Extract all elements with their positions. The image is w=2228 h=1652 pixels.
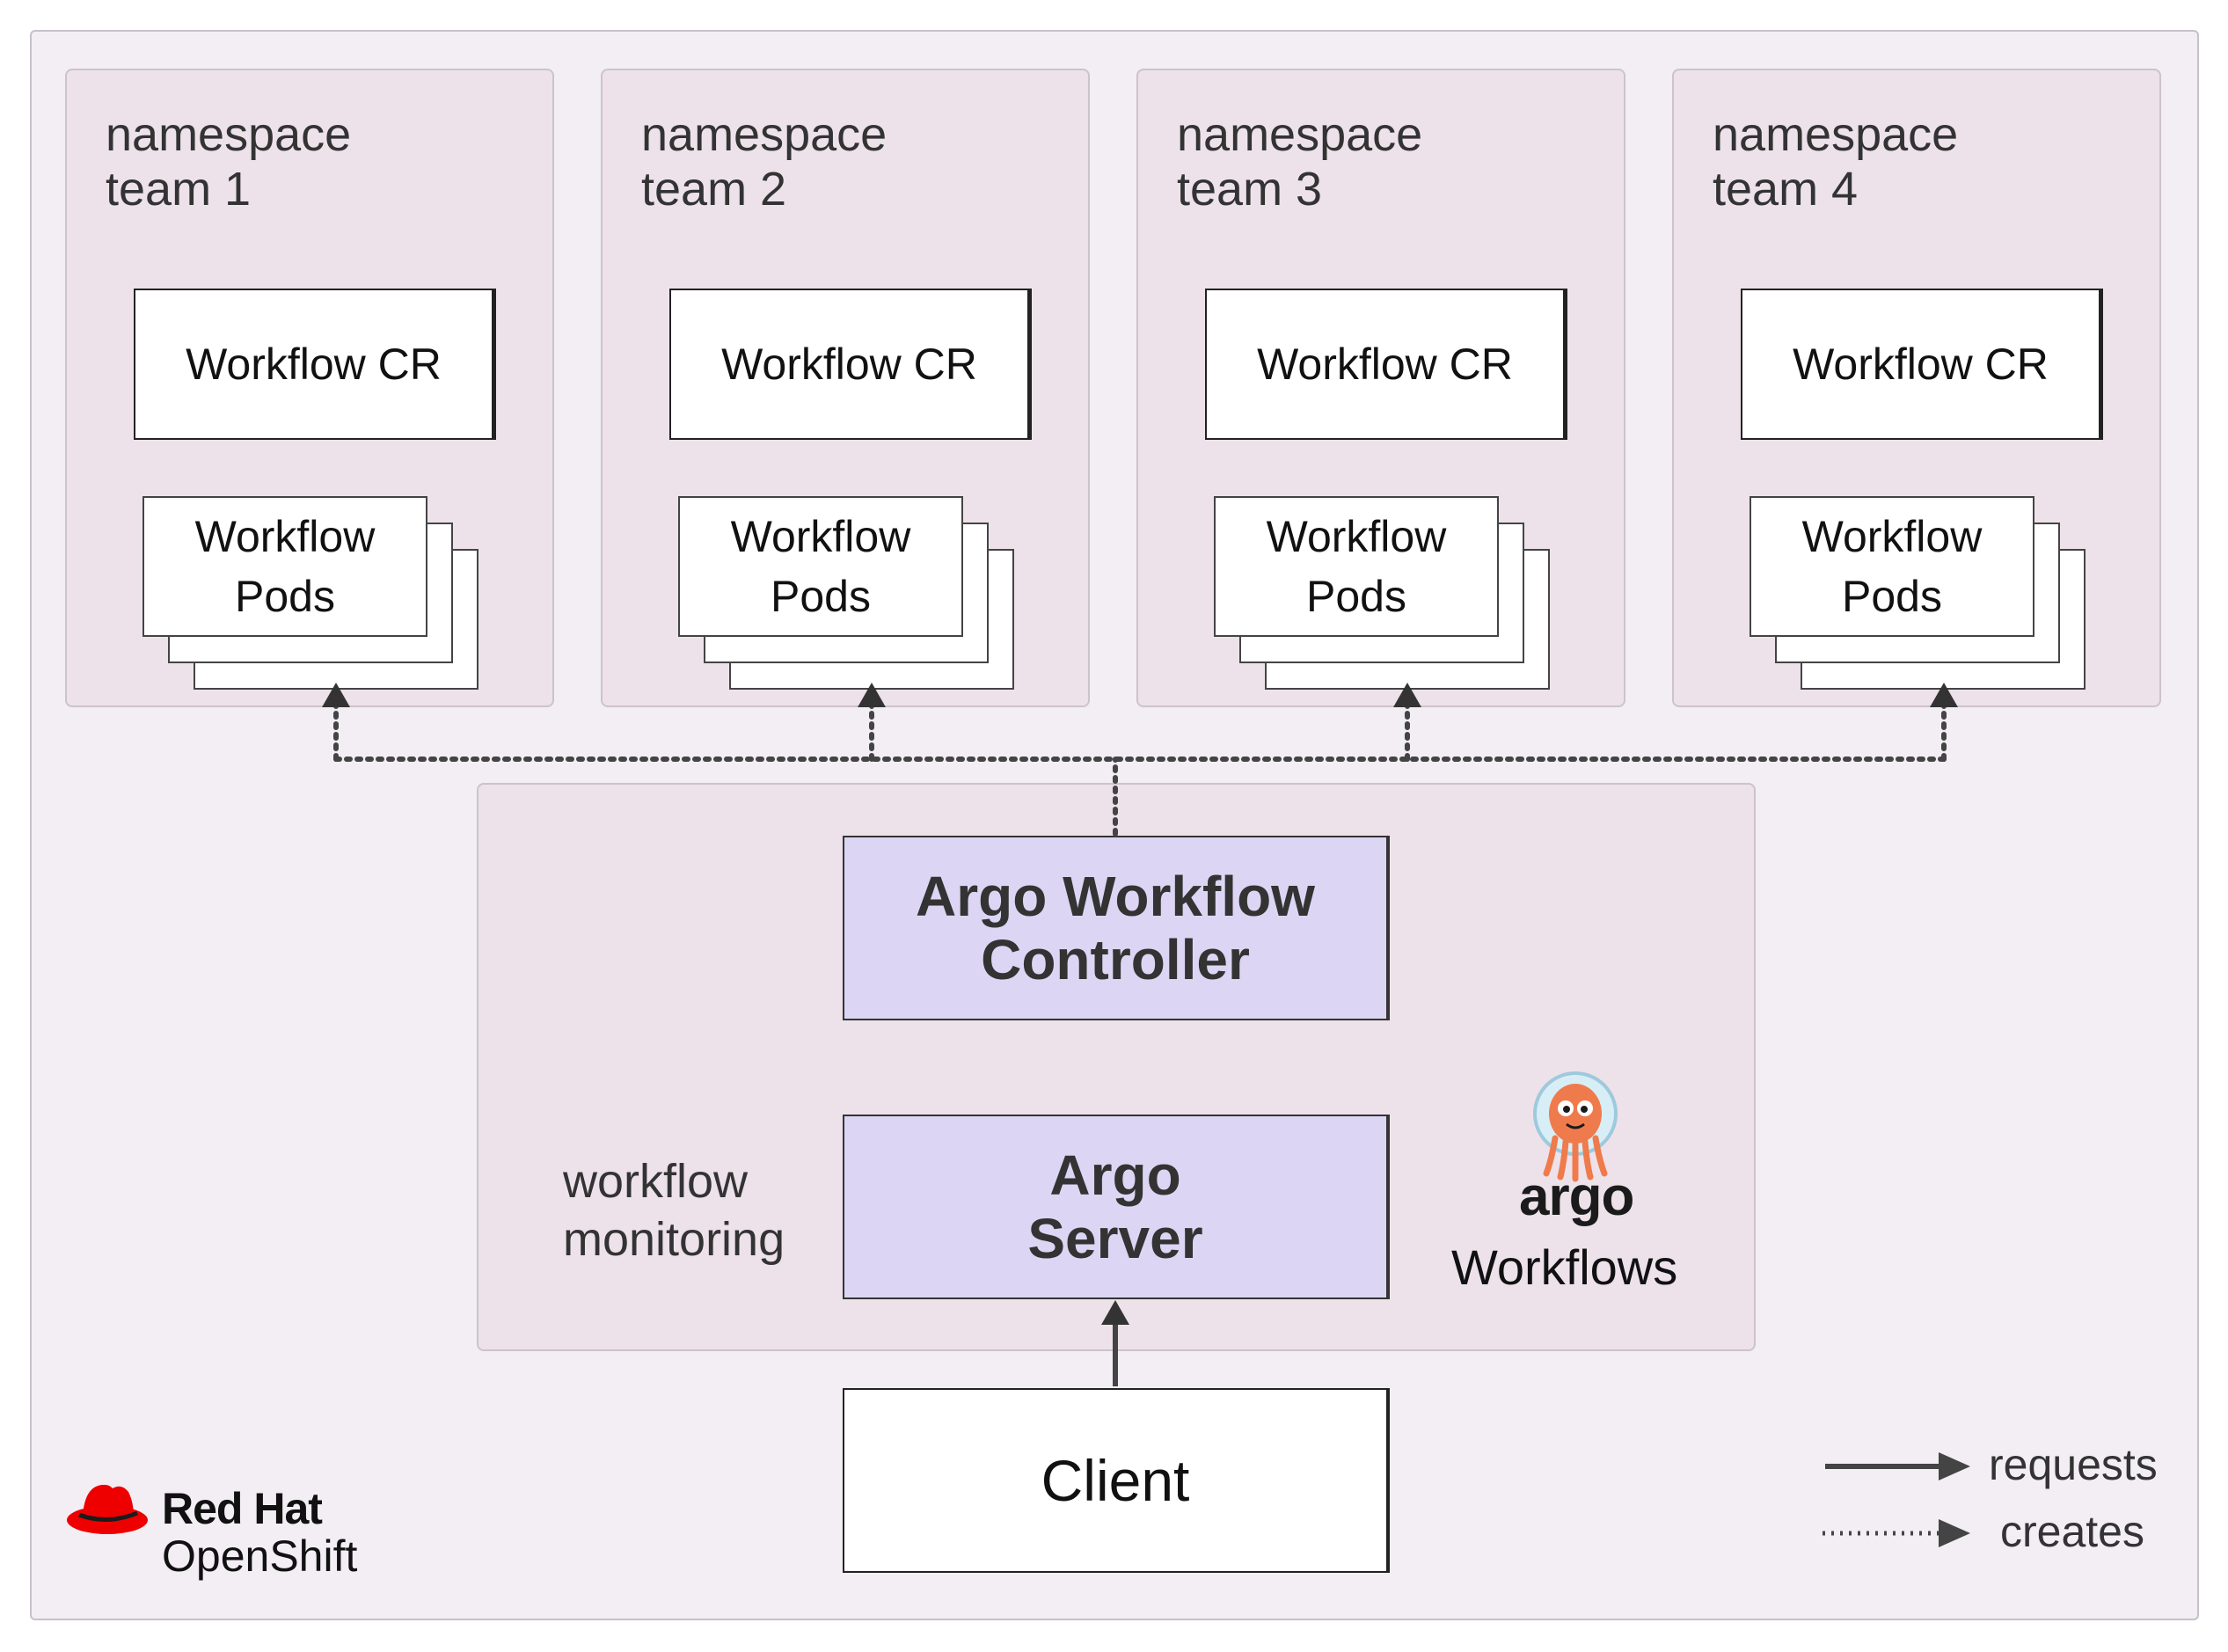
team-label: team 4 xyxy=(1713,163,1859,216)
pods-label-line1: Workflow xyxy=(730,512,911,561)
openshift-wordmark: OpenShift xyxy=(162,1531,358,1581)
workflow-cr-box: Workflow CR xyxy=(1741,289,2103,440)
workflow-cr-box: Workflow CR xyxy=(134,289,496,440)
namespace-label: namespace xyxy=(1713,108,1959,161)
legend-requests-label: requests xyxy=(1989,1440,2158,1489)
arrowhead-server xyxy=(1101,1300,1129,1325)
pods-label-line2: Pods xyxy=(1842,572,1942,621)
namespace-title: namespace team 4 xyxy=(1713,107,1958,216)
namespace-label: namespace xyxy=(641,108,888,161)
pods-label-line2: Pods xyxy=(1306,572,1406,621)
workflow-monitoring-label: workflow monitoring xyxy=(563,1152,785,1268)
controller-label-line1: Argo Workflow xyxy=(916,865,1315,928)
workflow-pods-box: Workflow Pods xyxy=(1214,496,1499,637)
namespace-title: namespace team 1 xyxy=(106,107,351,216)
pods-label-line1: Workflow xyxy=(1801,512,1983,561)
team-label: team 3 xyxy=(1177,163,1323,216)
workflow-cr-label: Workflow CR xyxy=(186,340,442,389)
workflow-cr-label: Workflow CR xyxy=(721,340,977,389)
argo-workflow-controller-box: Argo Workflow Controller xyxy=(843,836,1390,1020)
team-label: team 1 xyxy=(106,163,252,216)
server-label-line2: Server xyxy=(1027,1207,1203,1270)
pods-label-line2: Pods xyxy=(771,572,871,621)
argo-octopus-icon xyxy=(1533,1071,1618,1182)
monitoring-line1: workflow xyxy=(563,1155,749,1208)
namespace-label: namespace xyxy=(106,108,352,161)
arrowhead-team-3 xyxy=(1393,683,1421,707)
namespace-title: namespace team 3 xyxy=(1177,107,1422,216)
legend-creates-label: creates xyxy=(2000,1507,2144,1556)
argo-workflows-label: Workflows xyxy=(1451,1239,1678,1295)
redhat-wordmark: Red Hat xyxy=(162,1484,323,1533)
argo-server-box: Argo Server xyxy=(843,1115,1390,1299)
argo-wordmark: argo xyxy=(1519,1166,1634,1227)
red-hat-fedora-icon xyxy=(67,1484,148,1534)
workflow-cr-label: Workflow CR xyxy=(1793,340,2049,389)
workflow-pods-box: Workflow Pods xyxy=(1750,496,2034,637)
arrowhead-team-2 xyxy=(858,683,886,707)
legend-creates-arrowhead xyxy=(1939,1519,1970,1547)
namespace-team-4: namespace team 4 Workflow CR Workflow Po… xyxy=(1672,69,2161,707)
pods-label-line1: Workflow xyxy=(1266,512,1447,561)
arrowhead-team-4 xyxy=(1930,683,1958,707)
server-label-line1: Argo xyxy=(1049,1144,1181,1207)
controller-label-line2: Controller xyxy=(981,928,1250,991)
workflow-cr-box: Workflow CR xyxy=(669,289,1032,440)
client-box: Client xyxy=(843,1388,1390,1573)
workflow-pods-box: Workflow Pods xyxy=(678,496,963,637)
namespace-label: namespace xyxy=(1177,108,1423,161)
namespace-team-3: namespace team 3 Workflow CR Workflow Po… xyxy=(1136,69,1625,707)
pods-label-line1: Workflow xyxy=(194,512,376,561)
arrowhead-team-1 xyxy=(322,683,350,707)
workflow-cr-label: Workflow CR xyxy=(1257,340,1513,389)
namespace-title: namespace team 2 xyxy=(641,107,887,216)
team-label: team 2 xyxy=(641,163,787,216)
client-label: Client xyxy=(1041,1448,1190,1513)
monitoring-line2: monitoring xyxy=(563,1213,785,1266)
legend-requests-arrowhead xyxy=(1939,1452,1970,1480)
workflow-pods-box: Workflow Pods xyxy=(142,496,427,637)
workflow-cr-box: Workflow CR xyxy=(1205,289,1567,440)
namespace-team-1: namespace team 1 Workflow CR Workflow Po… xyxy=(65,69,554,707)
namespace-team-2: namespace team 2 Workflow CR Workflow Po… xyxy=(601,69,1090,707)
pods-label-line2: Pods xyxy=(235,572,335,621)
